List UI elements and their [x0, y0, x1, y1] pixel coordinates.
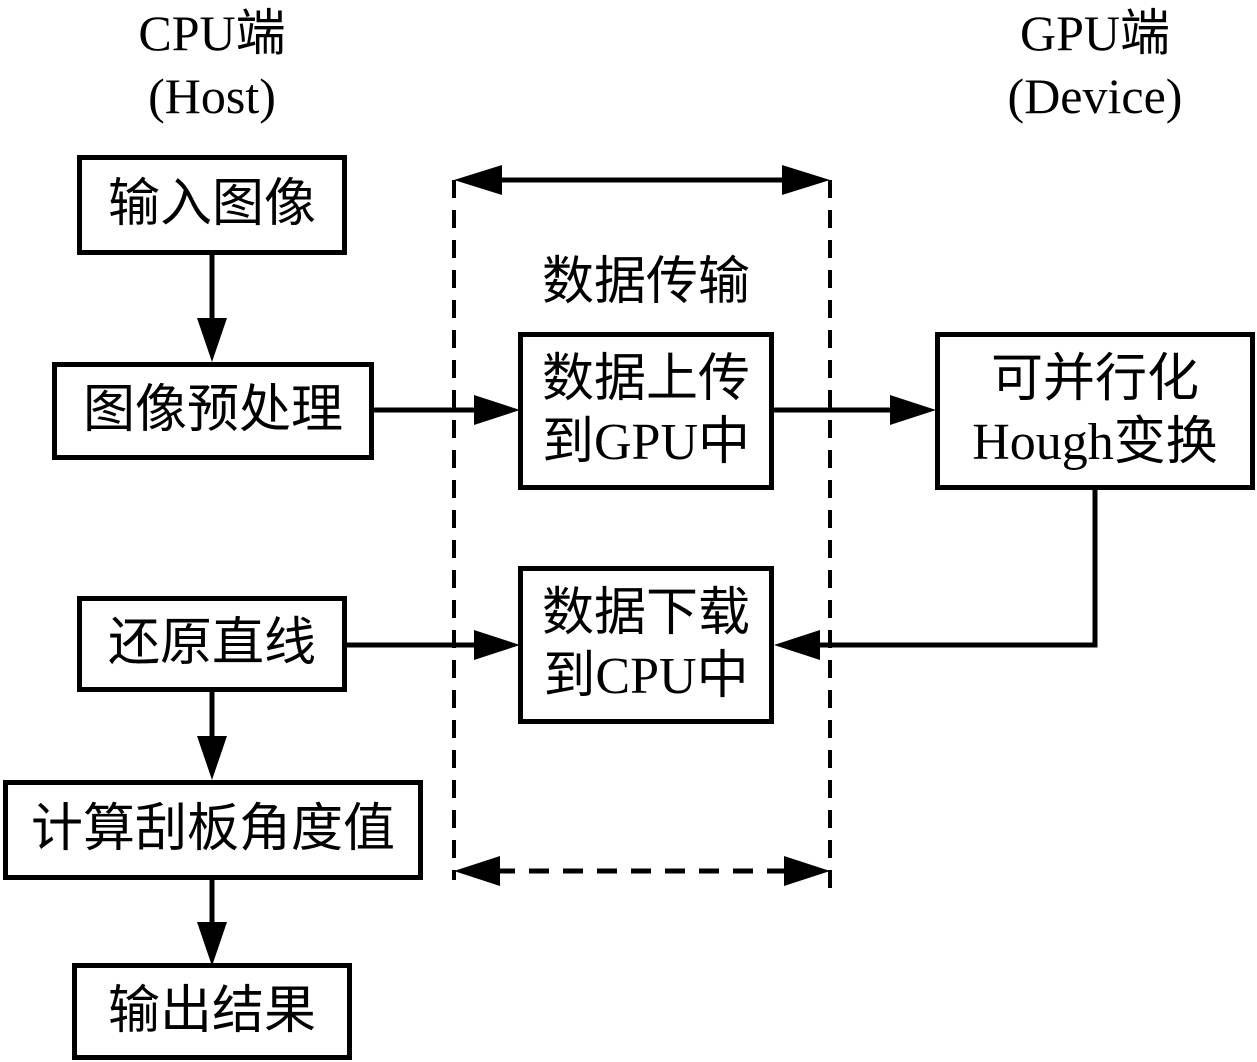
- transfer-top-arrowhead-left: [454, 165, 502, 195]
- node-input-image-text: 输入图像: [107, 176, 316, 234]
- gpu-side-title: GPU端: [1019, 5, 1171, 61]
- transfer-region-label: 数据传输: [541, 254, 750, 311]
- node-upload-line1: 数据上传: [541, 350, 750, 408]
- arrowhead-input-to-preprocess: [197, 318, 227, 362]
- gpu-side-subtitle: (Device): [1007, 67, 1183, 124]
- node-input-image: 输入图像: [77, 155, 347, 255]
- node-compute-angle: 计算刮板角度值: [3, 780, 423, 880]
- arrowhead-hough-to-download: [774, 630, 820, 660]
- node-output-result: 输出结果: [72, 963, 352, 1060]
- node-restore-lines: 还原直线: [77, 596, 347, 692]
- node-restore-lines-text: 还原直线: [107, 615, 316, 673]
- node-output-result-text: 输出结果: [107, 982, 316, 1040]
- arrowhead-restore-to-download: [474, 630, 520, 660]
- node-preprocess: 图像预处理: [52, 362, 374, 460]
- arrowhead-restore-to-compute: [197, 736, 227, 780]
- arrowhead-preprocess-to-upload: [474, 395, 520, 425]
- node-download-line2: 到CPU中: [543, 648, 749, 705]
- arrow-hough-to-download: [806, 488, 1098, 648]
- transfer-top-arrowhead-right: [782, 165, 830, 195]
- node-upload-to-gpu: 数据上传 到GPU中: [518, 332, 774, 490]
- node-hough-line2: Hough变换: [972, 414, 1218, 471]
- node-download-to-cpu: 数据下载 到CPU中: [518, 566, 774, 724]
- node-hough-line1: 可并行化: [990, 350, 1199, 408]
- cpu-side-subtitle: (Host): [148, 67, 276, 124]
- arrowhead-compute-to-output: [197, 922, 227, 966]
- node-parallel-hough: 可并行化 Hough变换: [935, 332, 1255, 490]
- gpu-side-heading: GPU端 (Device): [975, 2, 1215, 127]
- arrowhead-upload-to-hough: [890, 395, 936, 425]
- transfer-bottom-arrowhead-right: [784, 856, 830, 886]
- node-compute-angle-text: 计算刮板角度值: [30, 801, 395, 859]
- cpu-side-title: CPU端: [138, 5, 286, 61]
- cpu-side-heading: CPU端 (Host): [92, 2, 332, 127]
- node-upload-line2: 到GPU中: [541, 414, 751, 471]
- node-preprocess-text: 图像预处理: [82, 382, 343, 440]
- transfer-bottom-arrowhead-left: [454, 856, 500, 886]
- node-download-line1: 数据下载: [541, 584, 750, 642]
